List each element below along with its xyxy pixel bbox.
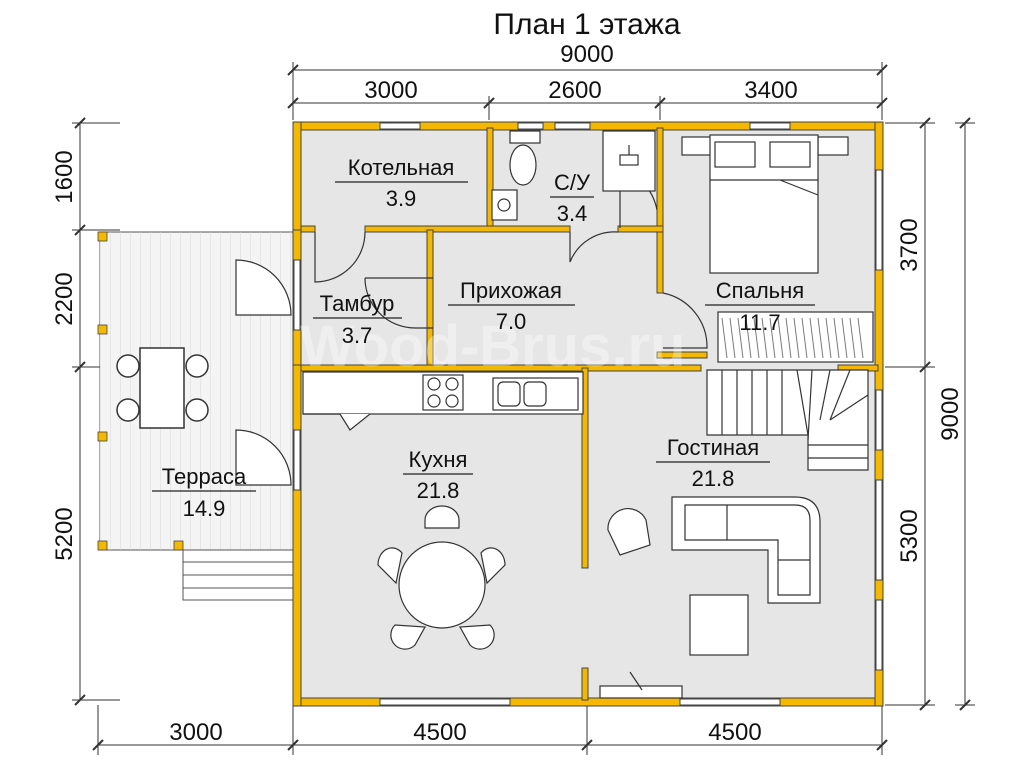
room-kitchen-name: Кухня	[409, 447, 468, 472]
dim-bottom-1: 3000	[169, 719, 222, 746]
room-terrace-name: Терраса	[162, 464, 247, 489]
room-boiler-area: 3.9	[386, 186, 417, 211]
bedroom-furniture	[681, 134, 874, 363]
room-terrace-area: 14.9	[183, 496, 226, 521]
dim-right-1: 3700	[896, 218, 923, 271]
dim-bottom-2: 4500	[413, 719, 466, 746]
dim-top-3: 3400	[744, 77, 797, 104]
living-furniture	[599, 496, 821, 699]
terrace	[97, 231, 294, 601]
room-boiler-name: Котельная	[348, 155, 455, 180]
dim-right-total: 9000	[937, 387, 964, 440]
watermark: Wood-Brus.ru	[300, 314, 686, 379]
room-hall-area: 7.0	[496, 309, 527, 334]
dim-left-1: 1600	[51, 150, 78, 203]
interior-walls	[292, 127, 879, 701]
room-wc-name: С/У	[554, 170, 591, 195]
room-wc-area: 3.4	[557, 201, 588, 226]
dimension-lines	[72, 62, 975, 755]
room-living-area: 21.8	[692, 466, 735, 491]
kitchen-furniture	[302, 371, 584, 650]
stairs	[706, 369, 869, 471]
bathroom-fixtures	[491, 130, 656, 221]
dim-top-2: 2600	[548, 77, 601, 104]
dim-bottom-3: 4500	[708, 719, 761, 746]
room-labels: Котельная 3.9 С/У 3.4 Спальня 11.7 Тамбу…	[152, 155, 815, 521]
dim-top-total: 9000	[560, 41, 613, 68]
room-vestibule-area: 3.7	[342, 323, 373, 348]
room-living-name: Гостиная	[667, 435, 759, 460]
windows	[293, 122, 883, 706]
plan-title: План 1 этажа	[493, 8, 680, 41]
dim-top-1: 3000	[364, 77, 417, 104]
dimension-ticks	[74, 64, 971, 751]
dim-left-3: 5200	[51, 507, 78, 560]
room-bedroom-name: Спальня	[716, 278, 804, 303]
dim-right-2: 5300	[896, 509, 923, 562]
room-bedroom-area: 11.7	[739, 310, 780, 335]
dim-left-2: 2200	[51, 272, 78, 325]
room-kitchen-area: 21.8	[417, 478, 460, 503]
room-vestibule-name: Тамбур	[320, 291, 395, 316]
room-hall-name: Прихожая	[460, 278, 562, 303]
